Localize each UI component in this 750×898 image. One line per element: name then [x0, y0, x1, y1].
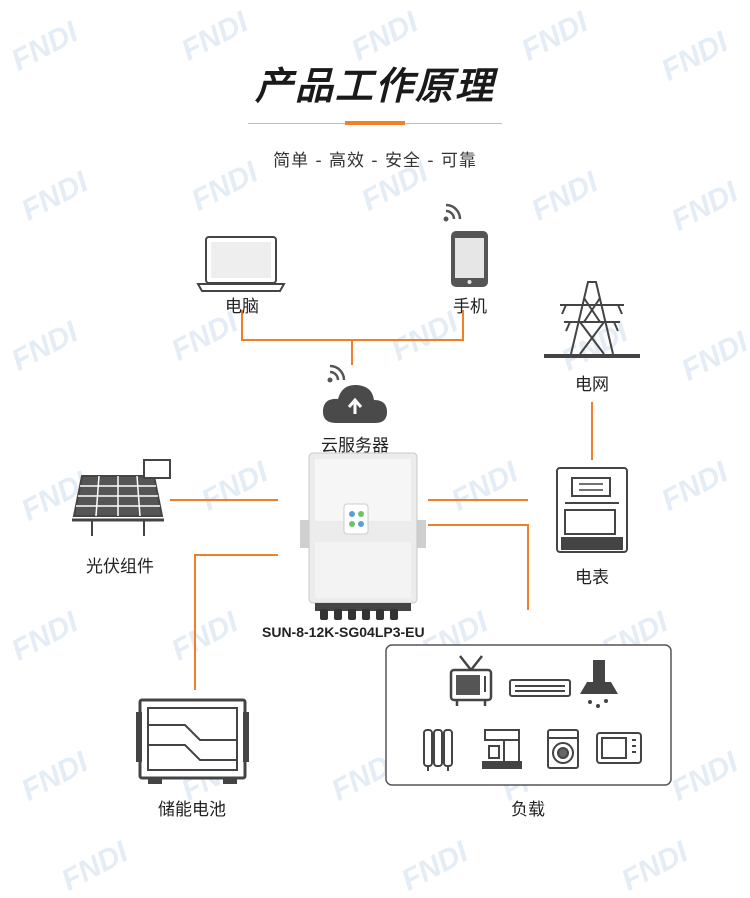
electric-meter-icon	[556, 467, 628, 553]
page-title: 产品工作原理	[254, 64, 495, 108]
line-inverter-load	[428, 524, 529, 610]
load-label: 负载	[511, 800, 545, 820]
computer-label: 电脑	[225, 297, 259, 317]
connection-lines	[170, 310, 593, 690]
solar-panel-icon	[72, 459, 171, 536]
microwave-icon	[596, 732, 642, 764]
diagram-canvas	[72, 203, 672, 786]
solar-label: 光伏组件	[86, 557, 154, 577]
page-subtitle: 简单 - 高效 - 安全 - 可靠	[273, 151, 477, 171]
laptop-icon	[196, 236, 286, 292]
title-divider-accent	[345, 121, 405, 125]
line-battery-inverter	[194, 554, 278, 690]
wifi-icon	[443, 203, 462, 222]
range-hood-icon	[580, 660, 618, 708]
oil-heater-icon	[423, 729, 453, 771]
air-conditioner-icon	[509, 679, 571, 697]
inverter-model-label: SUN-8-12K-SG04LP3-EU	[262, 624, 425, 640]
phone-icon	[451, 231, 488, 287]
inverter-device	[300, 452, 426, 620]
battery-label: 储能电池	[158, 800, 226, 820]
coffee-machine-icon	[482, 729, 522, 769]
washing-machine-icon	[547, 729, 579, 769]
wifi-icon	[327, 364, 346, 383]
battery-icon	[136, 698, 249, 784]
cloud-icon	[322, 384, 387, 423]
cloud-label: 云服务器	[321, 436, 389, 456]
line-computer-phone	[241, 310, 464, 341]
phone-label: 手机	[453, 297, 487, 317]
grid-label: 电网	[575, 375, 609, 395]
tv-icon	[449, 655, 493, 706]
power-tower-icon	[544, 281, 640, 358]
meter-label: 电表	[575, 568, 609, 588]
